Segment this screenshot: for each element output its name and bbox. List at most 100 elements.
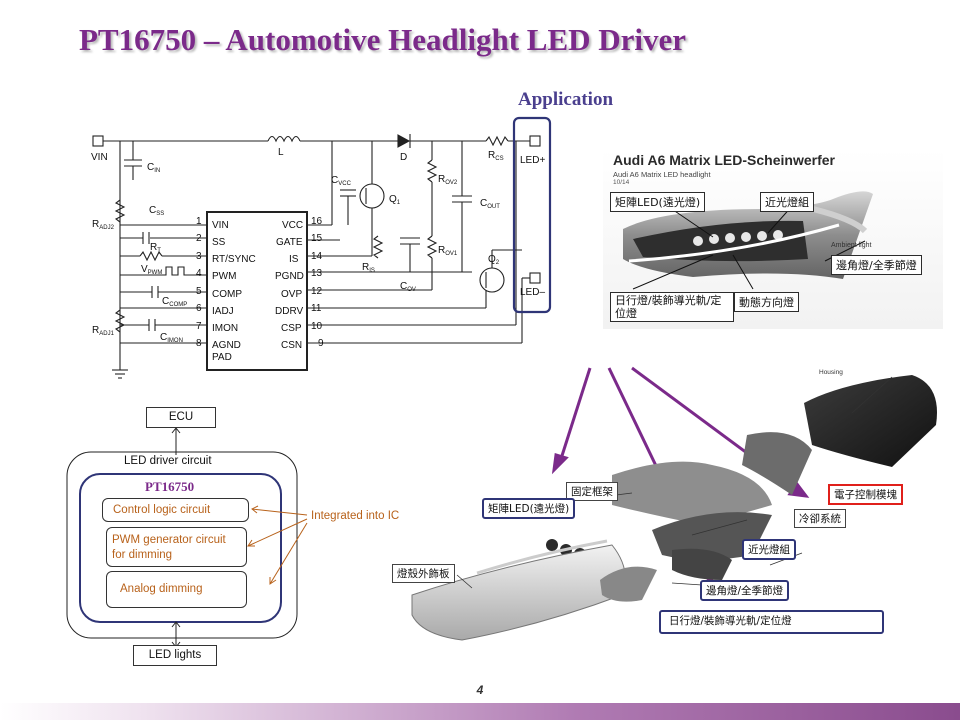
svg-text:RADJ1: RADJ1 xyxy=(92,325,115,337)
pin-num: 6 xyxy=(196,303,202,314)
label-ecm: 電子控制模塊 xyxy=(828,484,903,505)
pin-name: PWM xyxy=(212,271,236,282)
exploded-render xyxy=(411,375,937,641)
photo-label-corner: 邊角燈/全季節燈 xyxy=(831,255,922,275)
svg-text:COV: COV xyxy=(400,281,416,293)
pin-num: 16 xyxy=(311,216,323,227)
pin-num: 9 xyxy=(318,338,324,349)
photo-subtitle: Audi A6 Matrix LED headlight xyxy=(613,170,711,179)
footer-bar xyxy=(0,703,960,720)
pin-name: PAD xyxy=(212,352,232,363)
svg-text:ROV1: ROV1 xyxy=(438,245,458,257)
pin-num: 2 xyxy=(196,233,202,244)
pin-name: IMON xyxy=(212,323,238,334)
label-frame: 固定框架 xyxy=(566,482,618,501)
led-lights-label: LED lights xyxy=(148,649,202,661)
led-driver-outline xyxy=(66,451,298,639)
photo-label-low-beam: 近光燈組 xyxy=(760,192,814,212)
pin-num: 13 xyxy=(311,268,323,279)
pin-name: DDRV xyxy=(275,306,303,317)
analog-dimming-label: Analog dimming xyxy=(120,583,203,595)
pin-name: OVP xyxy=(281,289,302,300)
pin-name: VCC xyxy=(282,220,303,231)
label-cooling: 冷卻系統 xyxy=(794,509,846,528)
pt16750-outline xyxy=(79,473,282,623)
svg-text:ROV2: ROV2 xyxy=(438,174,458,186)
ecu-box: ECU xyxy=(146,407,216,428)
vin-terminal xyxy=(92,135,104,147)
pin-name: COMP xyxy=(212,289,242,300)
pin-num: 5 xyxy=(196,286,202,297)
pin-num: 12 xyxy=(311,286,323,297)
photo-title: Audi A6 Matrix LED-Scheinwerfer xyxy=(613,152,835,168)
mosfet-q1 xyxy=(359,183,385,209)
pwm-generator-block: PWM generator circuit for dimming xyxy=(106,527,247,567)
svg-text:COUT: COUT xyxy=(480,198,500,210)
svg-text:CSS: CSS xyxy=(149,205,164,217)
ecu-label: ECU xyxy=(168,411,194,423)
pin-num: 4 xyxy=(196,268,202,279)
control-logic-block: Control logic circuit xyxy=(102,498,249,522)
resistor-rcs xyxy=(485,135,509,147)
control-logic-label: Control logic circuit xyxy=(113,504,211,516)
headlight-photo: Audi A6 Matrix LED-Scheinwerfer Audi A6 … xyxy=(603,149,943,329)
pin-name: PGND xyxy=(275,271,304,282)
label-low-beam: 近光燈組 xyxy=(742,539,796,560)
led-lights-box: LED lights xyxy=(133,645,217,666)
pin-name: IADJ xyxy=(212,306,234,317)
analog-dimming-block: Analog dimming xyxy=(106,571,247,608)
integration-pointers xyxy=(247,505,308,585)
ic-pin-names: VIN SS RT/SYNC PWM COMP IADJ IMON AGND P… xyxy=(212,220,304,363)
pwm-label-line2: for dimming xyxy=(112,549,173,561)
pin-num: 14 xyxy=(311,251,323,262)
svg-text:VPWM: VPWM xyxy=(141,264,162,276)
pin-name: CSP xyxy=(281,323,302,334)
label-housing: Housing xyxy=(819,369,843,376)
label-l: L xyxy=(278,147,284,158)
pin-name: AGND xyxy=(212,340,241,351)
component-labels: VIN CIN L D RCS LED+ LED– CVCC Q1 Q2 ROV… xyxy=(91,147,545,344)
pin-num: 10 xyxy=(311,321,323,332)
exploded-view: Housing 固定框架 電子控制模塊 矩陣LED(遠光燈) 冷卻系統 近光燈組… xyxy=(372,355,944,659)
svg-text:RCS: RCS xyxy=(488,150,504,162)
svg-text:CIMON: CIMON xyxy=(160,332,183,344)
pin-num: 1 xyxy=(196,216,202,227)
mosfet-q2 xyxy=(479,267,505,293)
svg-text:RIS: RIS xyxy=(362,262,375,274)
pin-name: SS xyxy=(212,237,226,248)
svg-text:CCOMP: CCOMP xyxy=(162,296,187,308)
photo-label-ambient: Ambient light xyxy=(831,242,872,249)
label-drl: 日行燈/裝飾導光軌/定位燈 xyxy=(659,610,884,634)
label-d: D xyxy=(400,152,407,163)
svg-text:CIN: CIN xyxy=(147,162,160,174)
pin-name: GATE xyxy=(276,237,303,248)
driver-circuit-label: LED driver circuit xyxy=(122,455,214,467)
pin-name: CSN xyxy=(281,340,302,351)
led-connector-box xyxy=(512,116,552,314)
label-corner: 邊角燈/全季節燈 xyxy=(700,580,790,601)
diode-d xyxy=(397,134,411,148)
svg-text:RT: RT xyxy=(150,242,161,254)
pin-num: 7 xyxy=(196,321,202,332)
svg-text:Q2: Q2 xyxy=(488,254,500,266)
label-matrix: 矩陣LED(遠光燈) xyxy=(482,498,576,519)
pin-num: 8 xyxy=(196,338,202,349)
ic-pin-numbers: 1 2 3 4 5 6 7 8 16 15 14 13 12 11 10 9 xyxy=(196,216,324,349)
inductor-l xyxy=(267,135,301,143)
photo-label-dynamic: 動態方向燈 xyxy=(734,292,799,312)
headlight-render xyxy=(623,191,873,290)
label-trim: 燈殼外飾板 xyxy=(392,564,455,583)
pin-name: RT/SYNC xyxy=(212,254,256,265)
ic-chip xyxy=(206,211,308,371)
svg-text:RADJ2: RADJ2 xyxy=(92,219,115,231)
pin-num: 15 xyxy=(311,233,323,244)
pin-name: VIN xyxy=(212,220,229,231)
pin-num: 11 xyxy=(311,303,322,314)
application-label: Application xyxy=(518,89,614,110)
pin-name: IS xyxy=(289,254,299,265)
page-number: 4 xyxy=(476,683,484,697)
svg-text:Q1: Q1 xyxy=(389,194,401,206)
pwm-label-line1: PWM generator circuit xyxy=(112,534,226,546)
photo-label-matrix: 矩陣LED(遠光燈) xyxy=(610,192,706,212)
photo-date: 10/14 xyxy=(613,179,630,186)
